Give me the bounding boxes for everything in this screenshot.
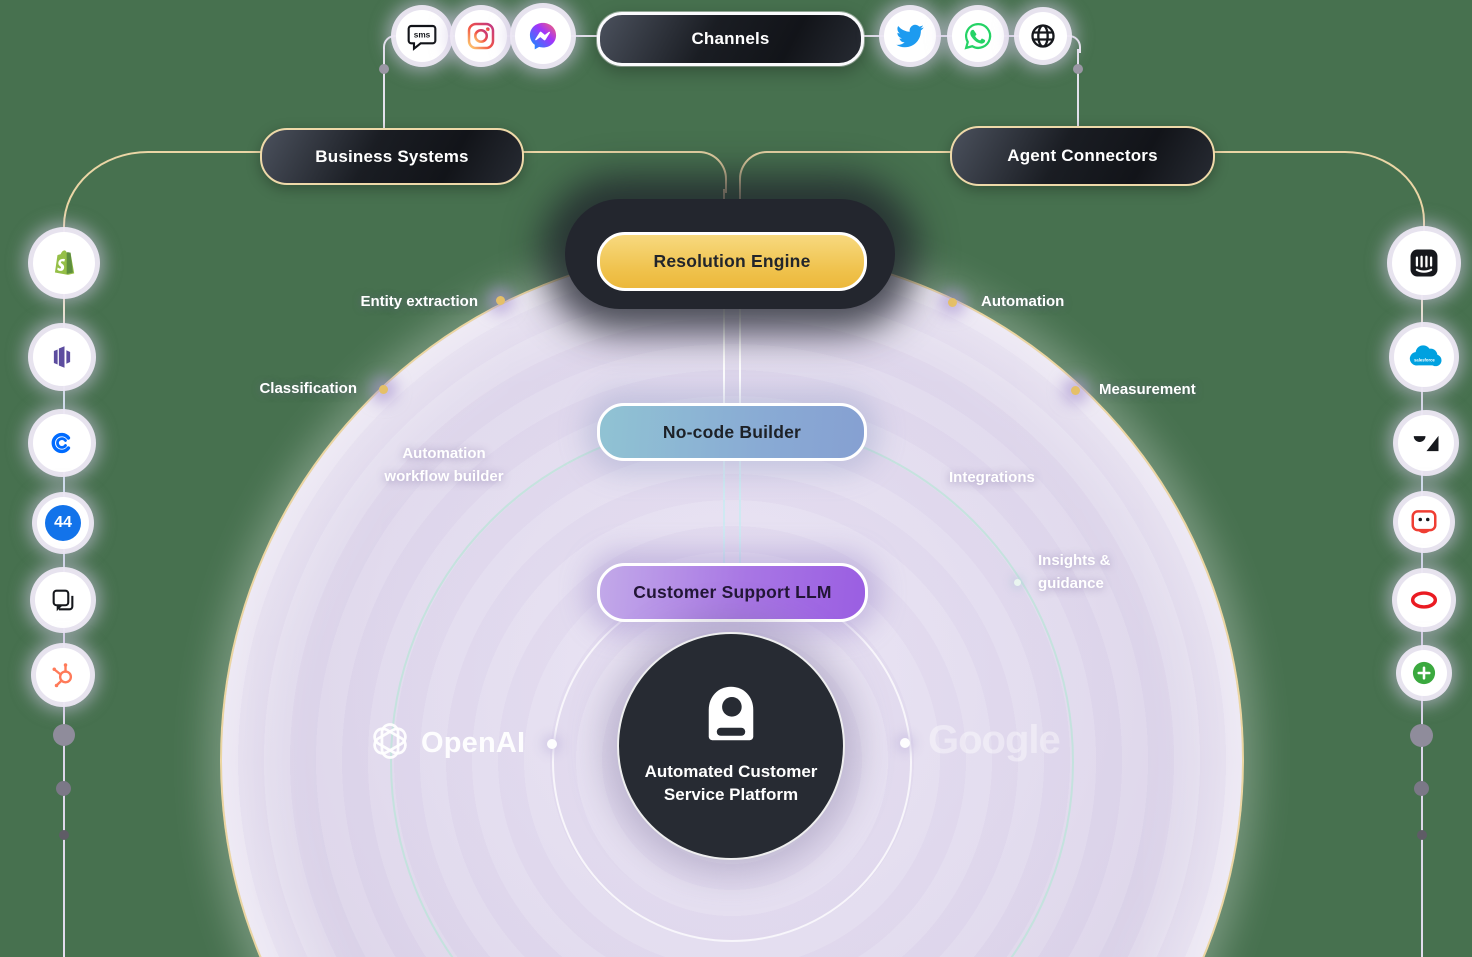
ac-right-bend: [1211, 151, 1425, 268]
junction-dot-left: [379, 64, 389, 74]
no-code-builder-pill: No-code Builder: [597, 403, 867, 461]
sms-icon: sms: [396, 10, 448, 62]
web-globe-icon: [1019, 12, 1067, 60]
label-insights-guidance: Insights & guidance: [1038, 549, 1148, 595]
channels-label: Channels: [691, 29, 770, 48]
marketo-icon: [33, 328, 91, 386]
label-insights-line1: Insights &: [1038, 552, 1111, 569]
junction-dot-right: [1073, 64, 1083, 74]
right-trail-dot-1: [1410, 724, 1433, 747]
fortyfour-label: 44: [54, 514, 72, 531]
label-automation-workflow-line1: Automation: [402, 445, 486, 462]
no-code-builder-label: No-code Builder: [662, 421, 802, 442]
right-trail-dot-2: [1414, 781, 1429, 796]
chat-pages-icon: [35, 572, 91, 628]
label-automation-workflow-line2: workflow builder: [384, 468, 504, 485]
wire-to-agent-connectors: [1077, 49, 1079, 126]
google-logo: Google: [928, 718, 1061, 763]
label-automation-workflow: Automation workflow builder: [363, 442, 525, 488]
left-trail-dot-3: [59, 830, 69, 840]
agent-connectors-label: Agent Connectors: [1007, 146, 1158, 165]
label-classification: Classification: [259, 380, 357, 397]
left-trail-dot-1: [53, 724, 75, 746]
platform-title: Automated Customer Service Platform: [644, 762, 818, 804]
ac-center-bend: [739, 151, 954, 193]
entity-extraction-dot: [496, 296, 505, 305]
platform-circle: Automated Customer Service Platform: [617, 632, 845, 860]
smooch-icon: [1398, 496, 1450, 548]
business-systems-label: Business Systems: [315, 146, 469, 166]
resolution-engine-pill: Resolution Engine: [597, 232, 867, 291]
ada-mark-icon: [706, 685, 756, 747]
shopify-icon: [33, 232, 95, 294]
label-insights-line2: guidance: [1038, 575, 1104, 592]
right-trail-dot-3: [1417, 830, 1427, 840]
whatsapp-icon: [952, 10, 1004, 62]
customer-support-llm-pill: Customer Support LLM: [597, 563, 868, 622]
customer-support-llm-label: Customer Support LLM: [633, 582, 832, 602]
openai-wordmark: OpenAI: [421, 727, 526, 759]
google-dot: [900, 738, 910, 748]
wire-to-business-systems: [383, 49, 385, 128]
channels-bend-right: [1065, 35, 1081, 53]
classification-dot: [379, 385, 388, 394]
label-automation: Automation: [981, 293, 1065, 310]
twitter-icon: [884, 10, 936, 62]
calendly-icon: [33, 414, 91, 472]
channels-pill: Channels: [597, 12, 864, 66]
svg-text:salesforce: salesforce: [1414, 358, 1435, 363]
automation-dot: [948, 298, 957, 307]
messenger-icon: [515, 8, 571, 64]
zendesk-icon: [1398, 415, 1454, 471]
resolution-engine-label: Resolution Engine: [653, 251, 811, 271]
agent-connectors-pill: Agent Connectors: [950, 126, 1215, 186]
oracle-icon: [1397, 573, 1451, 627]
google-wordmark: Google: [928, 718, 1061, 762]
instagram-icon: [455, 10, 507, 62]
openai-dot: [547, 739, 557, 749]
insights-dot: [1014, 579, 1021, 586]
left-trail-dot-2: [56, 781, 71, 796]
label-entity-extraction: Entity extraction: [360, 293, 478, 310]
openai-logo: OpenAI: [368, 719, 525, 768]
bs-center-bend: [520, 151, 727, 193]
measurement-dot: [1071, 386, 1080, 395]
add-connector-icon: [1401, 650, 1447, 696]
label-measurement: Measurement: [1099, 381, 1196, 398]
fortyfour-icon: 44: [37, 497, 89, 549]
openai-mark-icon: [368, 719, 412, 768]
hubspot-icon: [36, 648, 90, 702]
intercom-icon: [1392, 231, 1456, 295]
svg-text:sms: sms: [414, 30, 431, 39]
label-integrations: Integrations: [949, 469, 1035, 486]
business-systems-pill: Business Systems: [260, 128, 524, 185]
salesforce-icon: salesforce: [1394, 327, 1454, 387]
